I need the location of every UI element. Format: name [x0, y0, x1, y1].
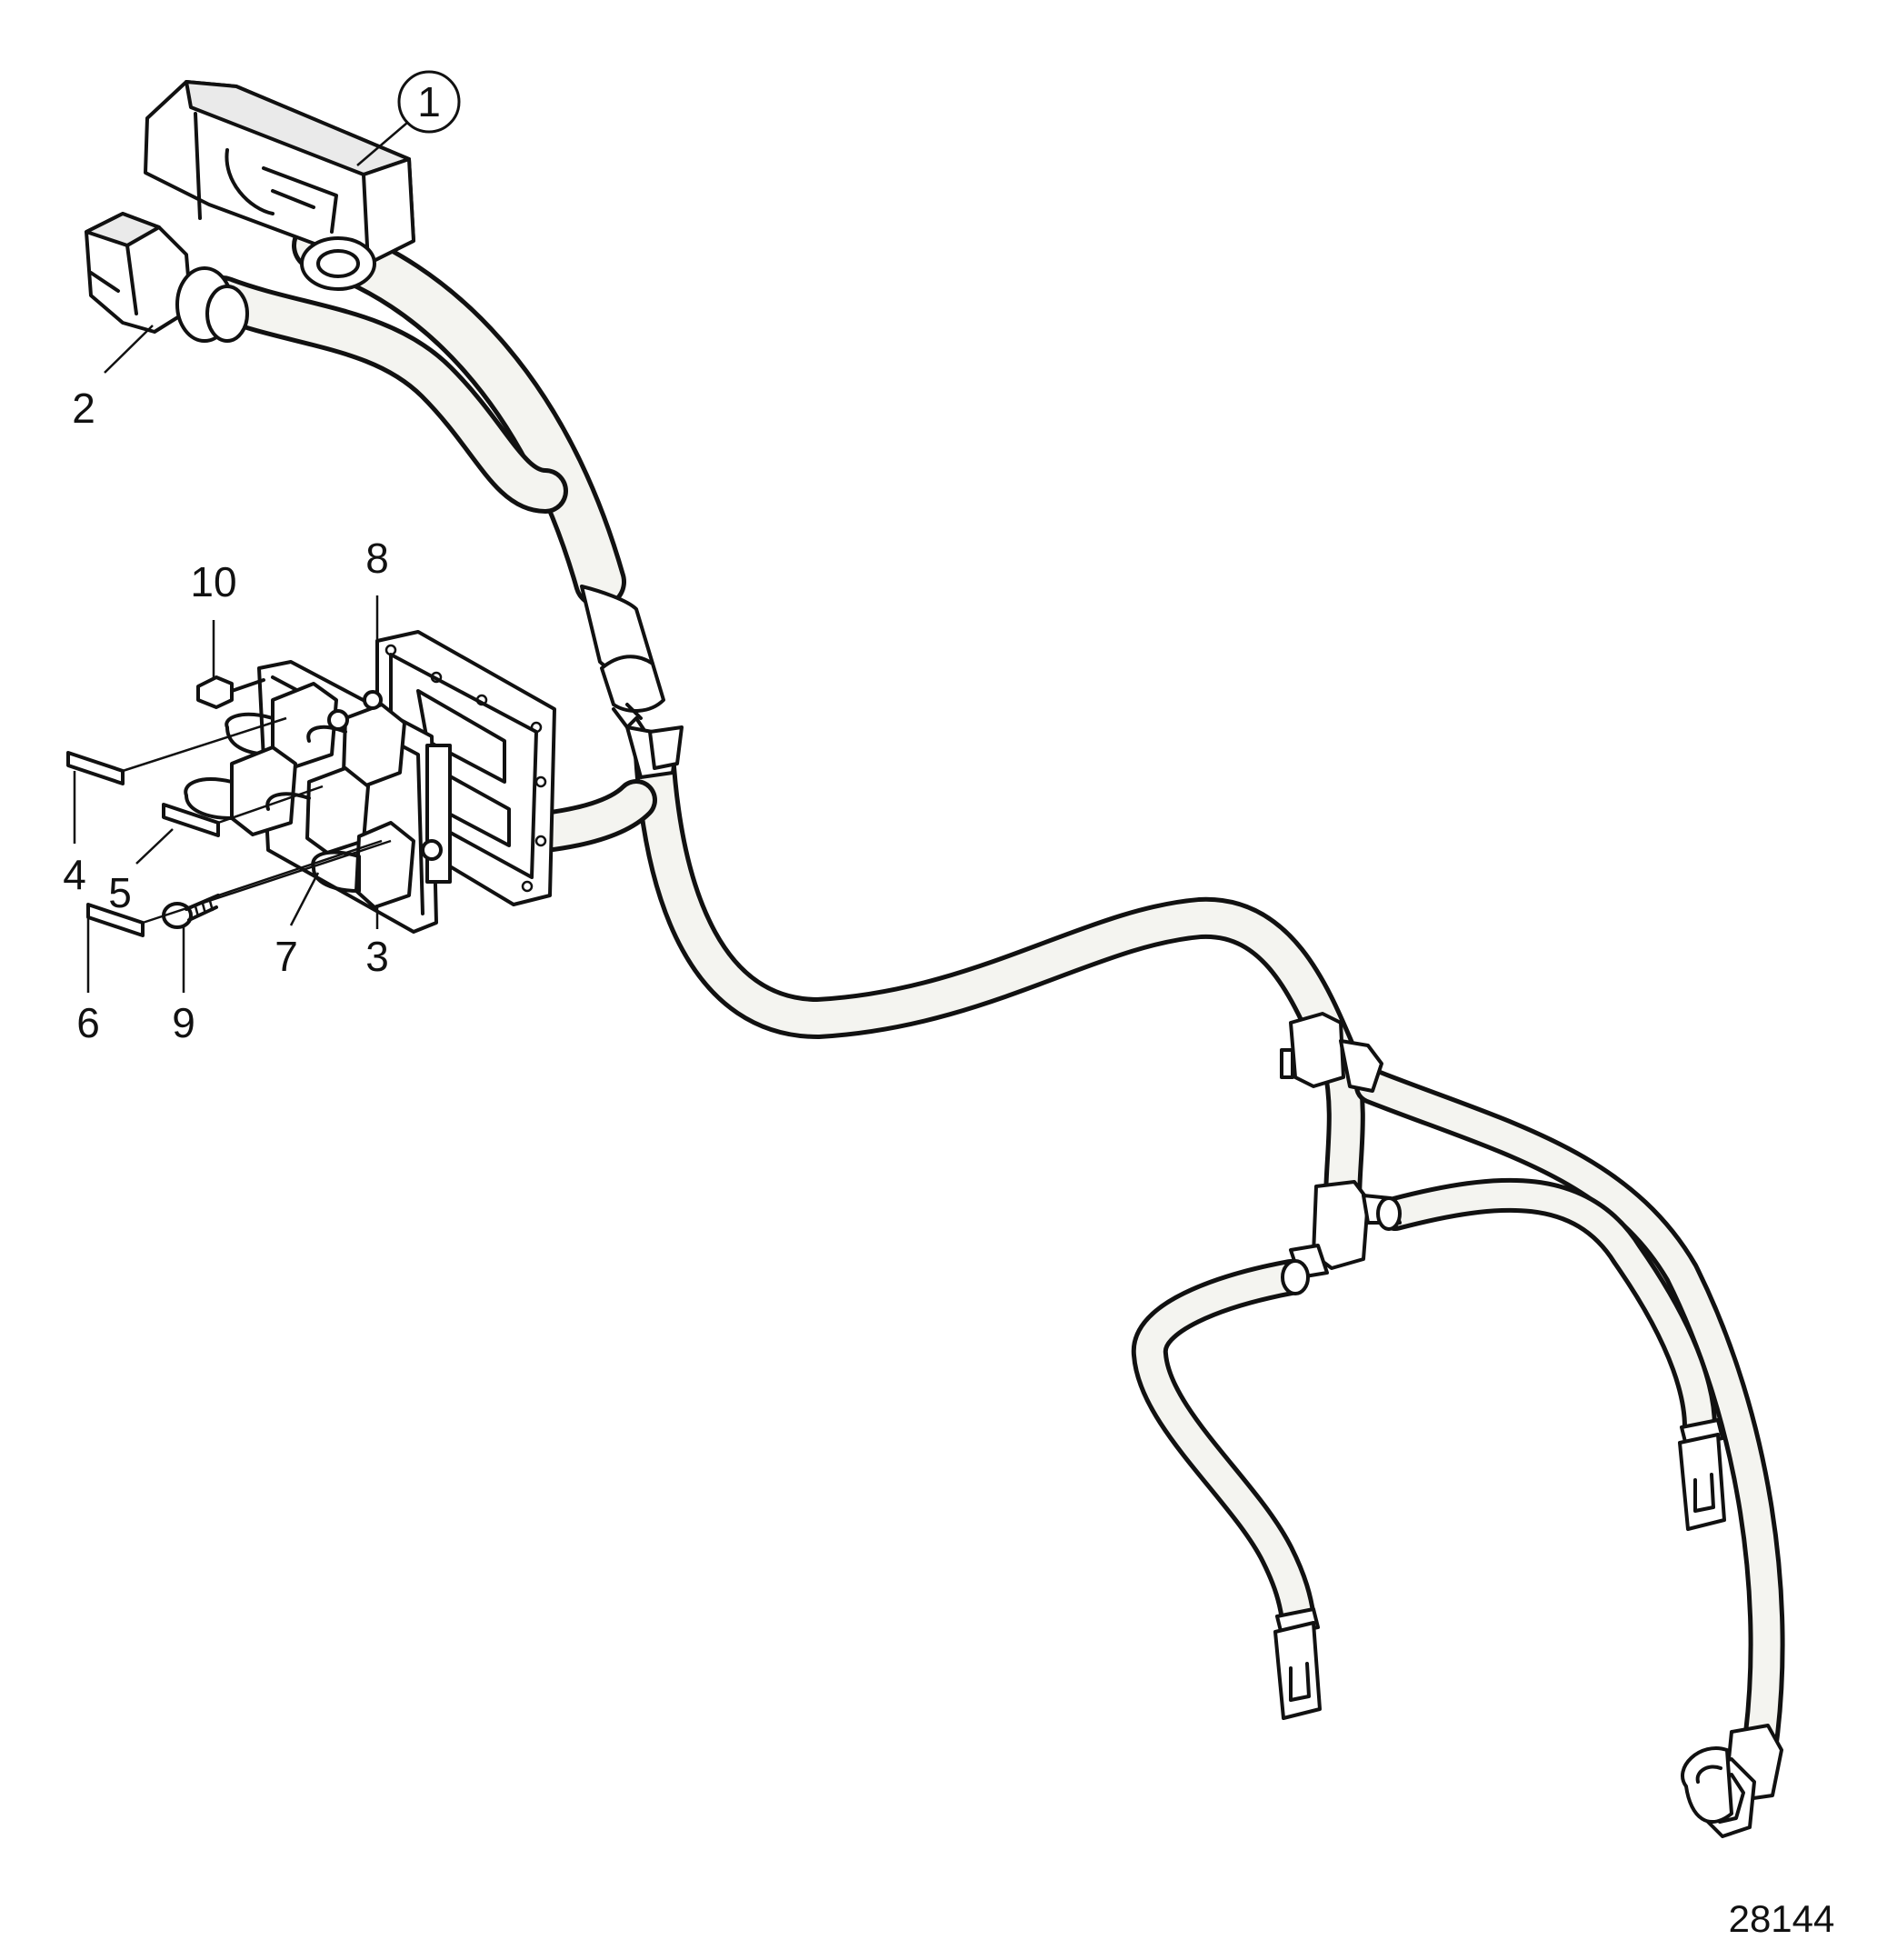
callout-2: 2 — [72, 325, 154, 432]
callout-2-label: 2 — [72, 385, 95, 432]
end-connector-right — [1681, 1724, 1783, 1838]
assembly-guide-lines — [122, 716, 392, 925]
callout-5: 5 — [108, 828, 174, 916]
wire-split-lower — [625, 725, 684, 779]
callout-8-label: 8 — [365, 535, 389, 582]
cable-main-lower — [634, 734, 1362, 1085]
end-connector-mid — [1678, 1418, 1726, 1531]
callout-6: 6 — [76, 918, 100, 1046]
callout-5-label: 5 — [108, 869, 132, 916]
callout-10: 10 — [190, 558, 237, 677]
cable-to-panel — [524, 779, 657, 853]
cable-to-connector-left — [1131, 1259, 1316, 1636]
label-strip-6 — [86, 903, 145, 937]
cable-to-connector-mid — [1378, 1177, 1717, 1445]
connector-2-housing — [85, 212, 249, 343]
callout-8: 8 — [365, 535, 389, 641]
callout-1: 1 — [356, 70, 461, 166]
callout-7-label: 7 — [275, 933, 298, 980]
panel-screws — [327, 690, 443, 861]
callout-10-label: 10 — [190, 558, 236, 605]
rocker-switch-upper — [225, 682, 406, 788]
wire-split-boot — [580, 585, 665, 734]
callout-3-label: 3 — [365, 933, 389, 980]
callout-4: 4 — [63, 771, 86, 898]
callout-9-label: 9 — [172, 999, 195, 1046]
callout-3: 3 — [365, 905, 389, 980]
callout-4-label: 4 — [63, 851, 86, 898]
label-strip-5 — [162, 803, 220, 837]
end-connector-left — [1273, 1607, 1322, 1720]
connector-1-housing — [144, 80, 415, 291]
callout-1-label: 1 — [417, 78, 441, 125]
callout-6-label: 6 — [76, 999, 100, 1046]
cable-branch-connector-2 — [200, 275, 568, 514]
callout-7: 7 — [275, 872, 320, 980]
figure-number: 28144 — [1729, 1897, 1835, 1940]
tee-junction-lower — [1281, 1180, 1402, 1295]
junction-connector-upper — [1280, 1012, 1383, 1093]
label-strip-4 — [66, 751, 125, 785]
screw-10 — [196, 675, 265, 709]
callout-9: 9 — [172, 925, 195, 1046]
cable-long-right — [1354, 1068, 1785, 1773]
